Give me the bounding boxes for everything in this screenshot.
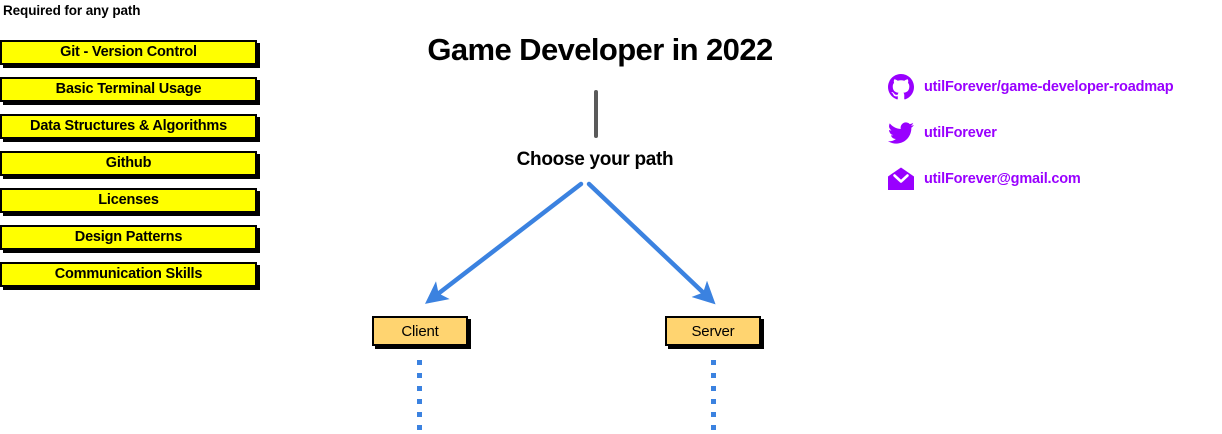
required-topics-list: Git - Version Control Basic Terminal Usa… [0,40,265,299]
title-stem-line [594,90,598,138]
path-label: Client [401,322,439,340]
topic-label: Communication Skills [54,266,203,283]
topic-label: Github [105,155,152,172]
contact-link-label: utilForever@gmail.com [924,170,1081,187]
topic-box-licenses[interactable]: Licenses [0,188,257,213]
path-box-server[interactable]: Server [665,316,761,346]
contact-link-label: utilForever [924,124,997,141]
github-icon [886,72,916,102]
topic-box-terminal[interactable]: Basic Terminal Usage [0,77,257,102]
email-icon [886,164,916,194]
page-title: Game Developer in 2022 [427,32,773,67]
topic-label: Git - Version Control [60,44,197,61]
required-topics-panel: Required for any path Git - Version Cont… [0,0,280,300]
topic-label: Data Structures & Algorithms [30,118,227,135]
topic-label: Design Patterns [74,229,183,246]
twitter-icon [886,118,916,148]
path-label: Server [691,322,735,340]
contact-link-label: utilForever/game-developer-roadmap [924,78,1174,95]
dotted-trail-server [711,360,716,434]
required-topics-heading: Required for any path [3,3,141,18]
contact-link-email[interactable]: utilForever@gmail.com [886,164,1222,194]
topic-label: Basic Terminal Usage [55,81,202,98]
dotted-trail-client [417,360,422,434]
topic-box-design-patterns[interactable]: Design Patterns [0,225,257,250]
path-box-client[interactable]: Client [372,316,468,346]
topic-box-github[interactable]: Github [0,151,257,176]
topic-box-data-structures[interactable]: Data Structures & Algorithms [0,114,257,139]
choose-path-label: Choose your path [516,149,674,170]
contact-link-twitter[interactable]: utilForever [886,118,1222,148]
topic-box-git[interactable]: Git - Version Control [0,40,257,65]
arrow-to-server [586,181,716,305]
contact-links-panel: utilForever/game-developer-roadmap utilF… [886,72,1222,210]
arrow-to-client [425,181,584,304]
topic-box-communication-skills[interactable]: Communication Skills [0,262,257,287]
branch-arrows [425,181,716,305]
topic-label: Licenses [98,192,159,209]
contact-link-github[interactable]: utilForever/game-developer-roadmap [886,72,1222,102]
